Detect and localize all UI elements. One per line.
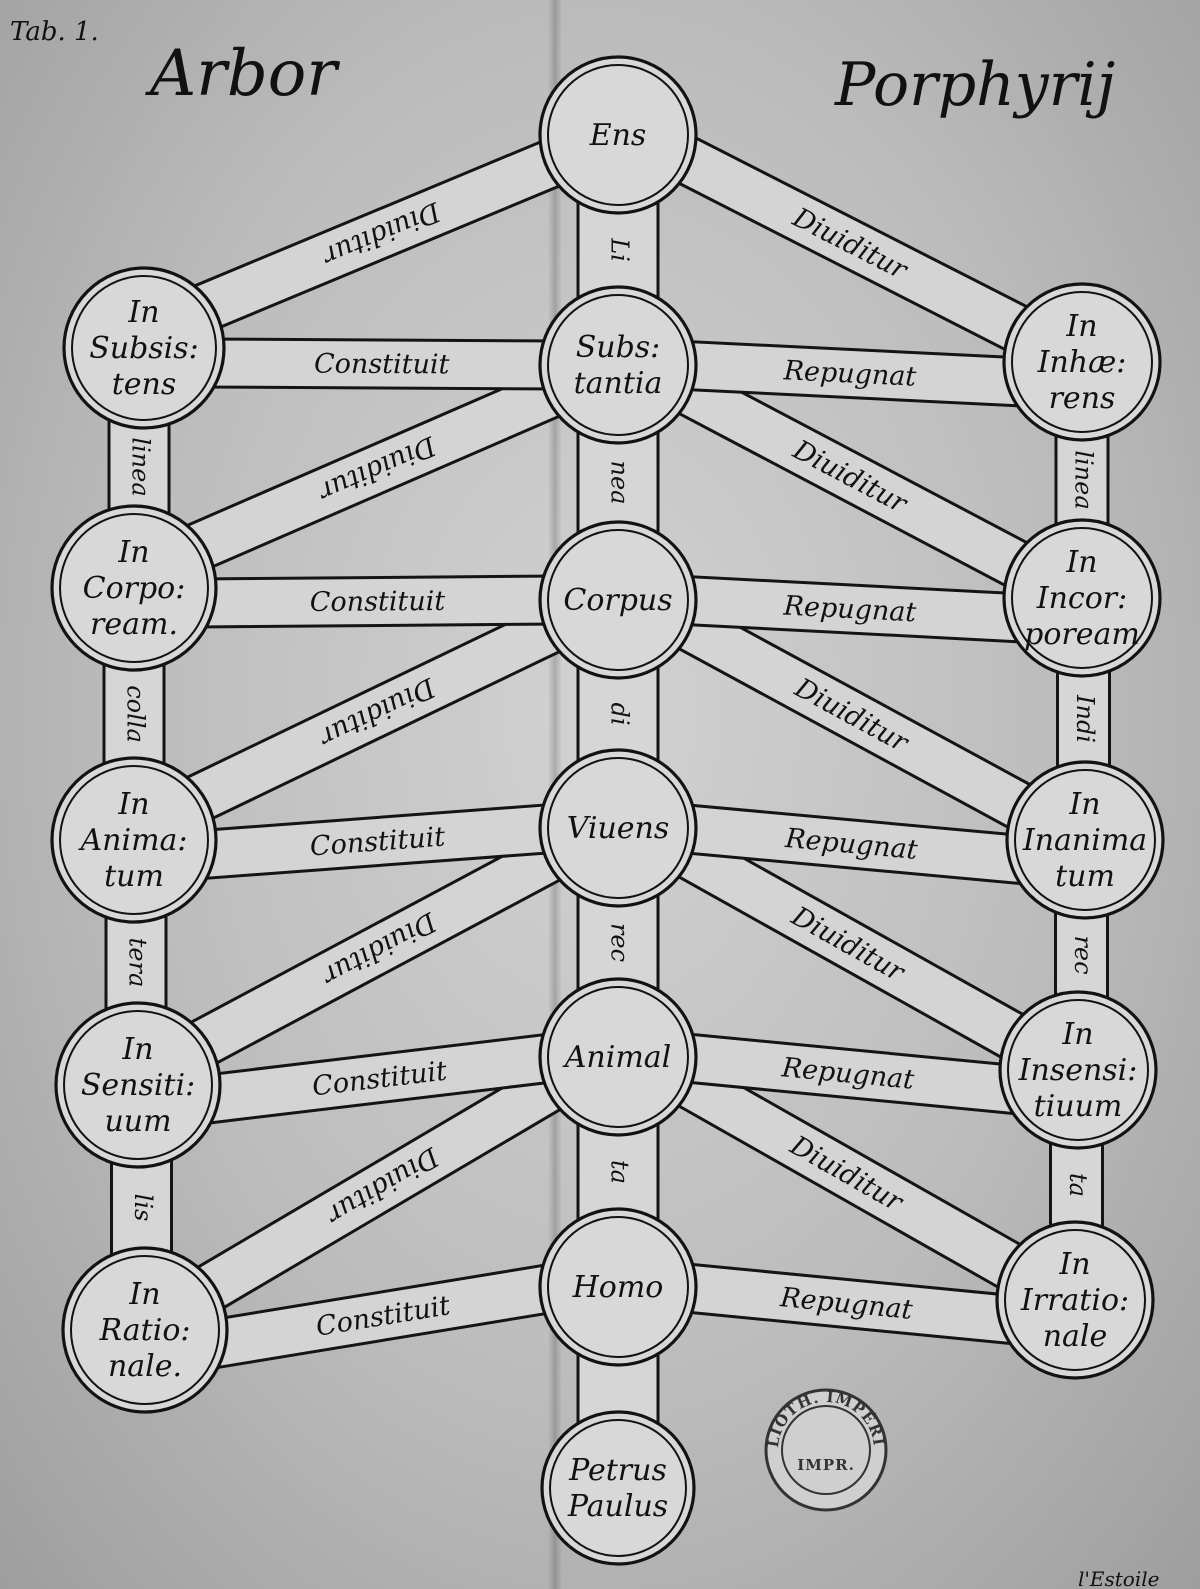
right-trunk-label: ta <box>1064 1173 1092 1197</box>
node-label-line: Inanima <box>1022 823 1147 858</box>
node-label-line: Ratio: <box>99 1313 191 1348</box>
concept-nodes: EnsSubs:tantiaCorpusViuensAnimalHomoPetr… <box>50 55 1165 1566</box>
node-label-line: Subs: <box>576 330 661 365</box>
node-label-line: Anima: <box>77 823 187 858</box>
node-label-line: Subsis: <box>89 331 199 366</box>
node-label-line: In <box>127 295 159 330</box>
node-label-line: tum <box>104 859 164 894</box>
left-trunk-label: lis <box>129 1194 157 1222</box>
corner-note: l'Estoile <box>1078 1567 1159 1589</box>
node-label-line: Corpo: <box>83 571 186 606</box>
node-label-line: Inhæ: <box>1037 345 1127 380</box>
left-trunk-label: tera <box>124 938 152 988</box>
left-trunk-label: linea <box>127 437 155 496</box>
node-label-line: Paulus <box>567 1489 668 1524</box>
repugnates-1-label: Repugnat <box>782 591 917 629</box>
node-label-line: In <box>117 535 149 570</box>
tab-label: Tab. 1. <box>10 17 99 47</box>
center-trunk-label: di <box>606 702 634 725</box>
node-label-line: In <box>1061 1017 1093 1052</box>
node-label-line: poream <box>1024 617 1140 652</box>
node-ens: Ens <box>538 55 698 215</box>
node-label-line: Animal <box>562 1040 672 1075</box>
stamp-text-center: IMPR. <box>797 1456 855 1474</box>
node-label-line: Petrus <box>568 1453 667 1488</box>
node-label-line: Corpus <box>563 583 672 618</box>
left-trunk-label: colla <box>122 685 150 743</box>
node-label-line: Homo <box>572 1270 664 1305</box>
node-label-line: In <box>1065 309 1097 344</box>
repugnates-0-label: Repugnat <box>782 355 917 393</box>
node-label-line: In <box>121 1032 153 1067</box>
node-substantia: Subs:tantia <box>538 285 698 445</box>
right-trunk-label: Indi <box>1071 694 1099 743</box>
center-trunk-label: ta <box>606 1160 634 1184</box>
node-label-line: Irratio: <box>1020 1283 1129 1318</box>
titles: Tab. 1. Arbor Porphyrij l'Estoile <box>10 17 1159 1589</box>
node-label-line: In <box>1068 787 1100 822</box>
center-trunk-label: rec <box>606 923 634 962</box>
right-trunk-label: rec <box>1069 935 1097 974</box>
node-label-line: rens <box>1049 381 1116 416</box>
node-label-line: uum <box>104 1104 171 1139</box>
node-label-line: Incor: <box>1036 581 1127 616</box>
constitutes-1-label: Constituit <box>310 586 446 618</box>
node-label-line: In <box>117 787 149 822</box>
node-label-line: tum <box>1055 859 1115 894</box>
node-label-line: nale. <box>108 1349 182 1384</box>
node-label-line: In <box>1065 545 1097 580</box>
node-corpus: Corpus <box>538 520 698 680</box>
center-trunk-label: Li <box>606 237 634 262</box>
right-trunk-label: linea <box>1070 450 1098 509</box>
node-label-line: tantia <box>574 366 663 401</box>
node-label-line: In <box>128 1277 160 1312</box>
node-homo: Homo <box>538 1207 698 1367</box>
node-label-line: tens <box>112 367 177 402</box>
title-porphyrij: Porphyrij <box>834 50 1115 120</box>
node-label-line: In <box>1058 1247 1090 1282</box>
node-label-line: tiuum <box>1034 1089 1123 1124</box>
title-arbor: Arbor <box>145 37 340 111</box>
node-label-line: Ens <box>589 118 647 153</box>
node-label-line: Viuens <box>567 811 670 846</box>
node-vivens: Viuens <box>538 748 698 908</box>
node-label-line: Sensiti: <box>81 1068 195 1103</box>
node-label-line: Insensi: <box>1018 1053 1138 1088</box>
node-animal: Animal <box>538 977 698 1137</box>
node-label-line: ream. <box>90 607 178 642</box>
constitutes-0-label: Constituit <box>314 349 450 381</box>
center-trunk-label: nea <box>606 461 634 505</box>
node-label-line: nale <box>1043 1319 1108 1354</box>
